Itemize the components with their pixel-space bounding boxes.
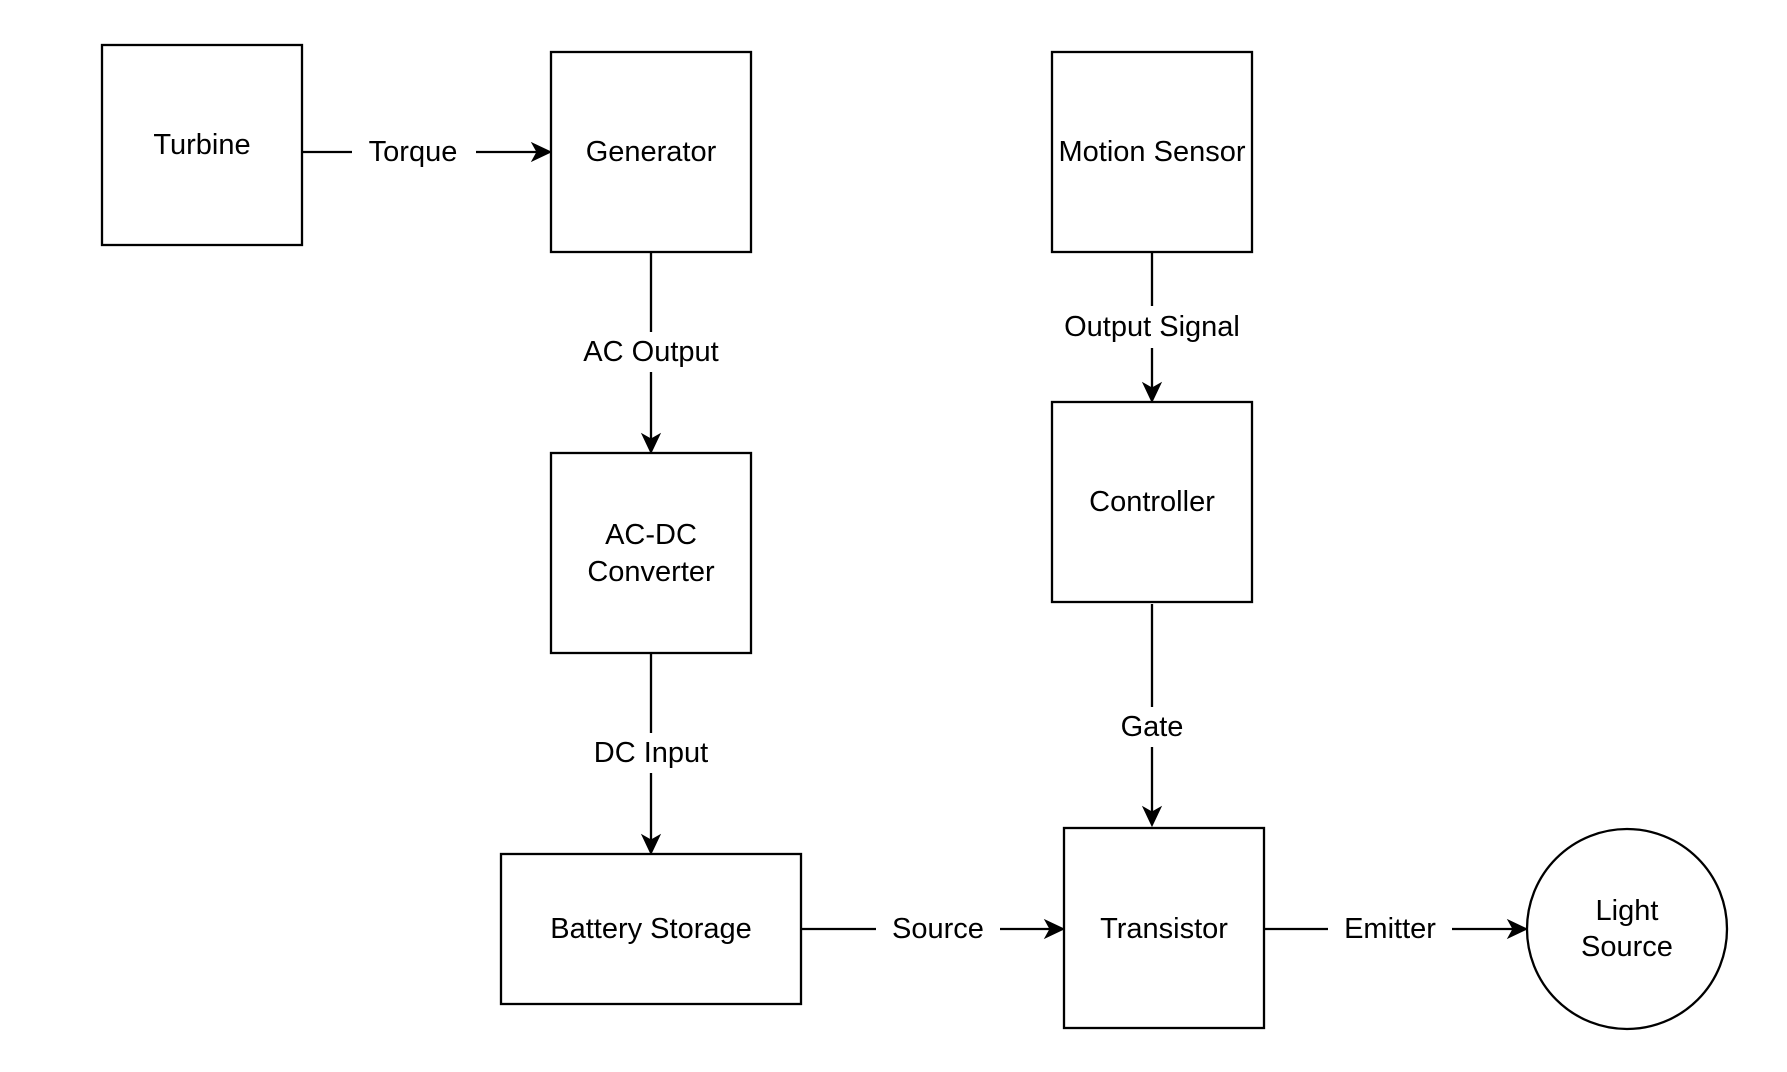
edge-transistor-to-light: Emitter [1252, 909, 1529, 949]
edge-label-dc-input: DC Input [594, 737, 708, 769]
edge-turbine-to-generator: Torque [300, 132, 553, 172]
arrowhead-transistor-left-icon [1043, 918, 1066, 940]
edge-battery-to-transistor: Source [801, 909, 1066, 949]
node-ac-dc-converter[interactable]: AC-DC Converter [549, 451, 753, 655]
node-generator[interactable]: Generator [549, 50, 753, 254]
node-motion-sensor-label: Motion Sensor [1059, 136, 1246, 168]
node-transistor[interactable]: Transistor [1062, 826, 1266, 1030]
edge-label-output-signal: Output Signal [1064, 311, 1240, 343]
edge-controller-to-transistor: Gate [1110, 604, 1194, 828]
node-light-source-label-line2: Source [1581, 931, 1673, 963]
arrowhead-transistor-top-icon [1141, 805, 1163, 828]
edge-generator-to-converter: AC Output [573, 253, 729, 455]
edge-label-gate: Gate [1121, 711, 1184, 743]
arrowhead-battery-icon [640, 833, 662, 856]
node-controller[interactable]: Controller [1050, 400, 1254, 604]
edge-label-emitter: Emitter [1344, 913, 1436, 945]
edge-sensor-to-controller: Output Signal [1054, 253, 1250, 404]
node-turbine[interactable]: Turbine [100, 43, 304, 247]
node-battery-storage[interactable]: Battery Storage [499, 852, 803, 1006]
edge-label-ac-output: AC Output [583, 336, 718, 368]
node-light-source-label-line1: Light [1596, 895, 1659, 927]
node-ac-dc-converter-label-line2: Converter [587, 556, 715, 588]
arrowhead-controller-icon [1141, 381, 1163, 404]
edge-label-torque: Torque [369, 136, 458, 168]
edge-converter-to-battery: DC Input [583, 654, 719, 856]
arrowhead-converter-icon [640, 432, 662, 455]
node-light-source[interactable]: Light Source [1525, 827, 1729, 1031]
node-motion-sensor[interactable]: Motion Sensor [1050, 50, 1254, 254]
node-controller-label: Controller [1089, 486, 1215, 518]
node-ac-dc-converter-label-line1: AC-DC [605, 519, 697, 551]
node-turbine-label: Turbine [153, 129, 250, 161]
node-battery-storage-label: Battery Storage [550, 913, 752, 945]
arrowhead-light-source-icon [1506, 918, 1529, 940]
arrowhead-generator-icon [530, 141, 553, 163]
node-transistor-label: Transistor [1100, 913, 1228, 945]
node-generator-label: Generator [586, 136, 717, 168]
edge-label-source: Source [892, 913, 984, 945]
